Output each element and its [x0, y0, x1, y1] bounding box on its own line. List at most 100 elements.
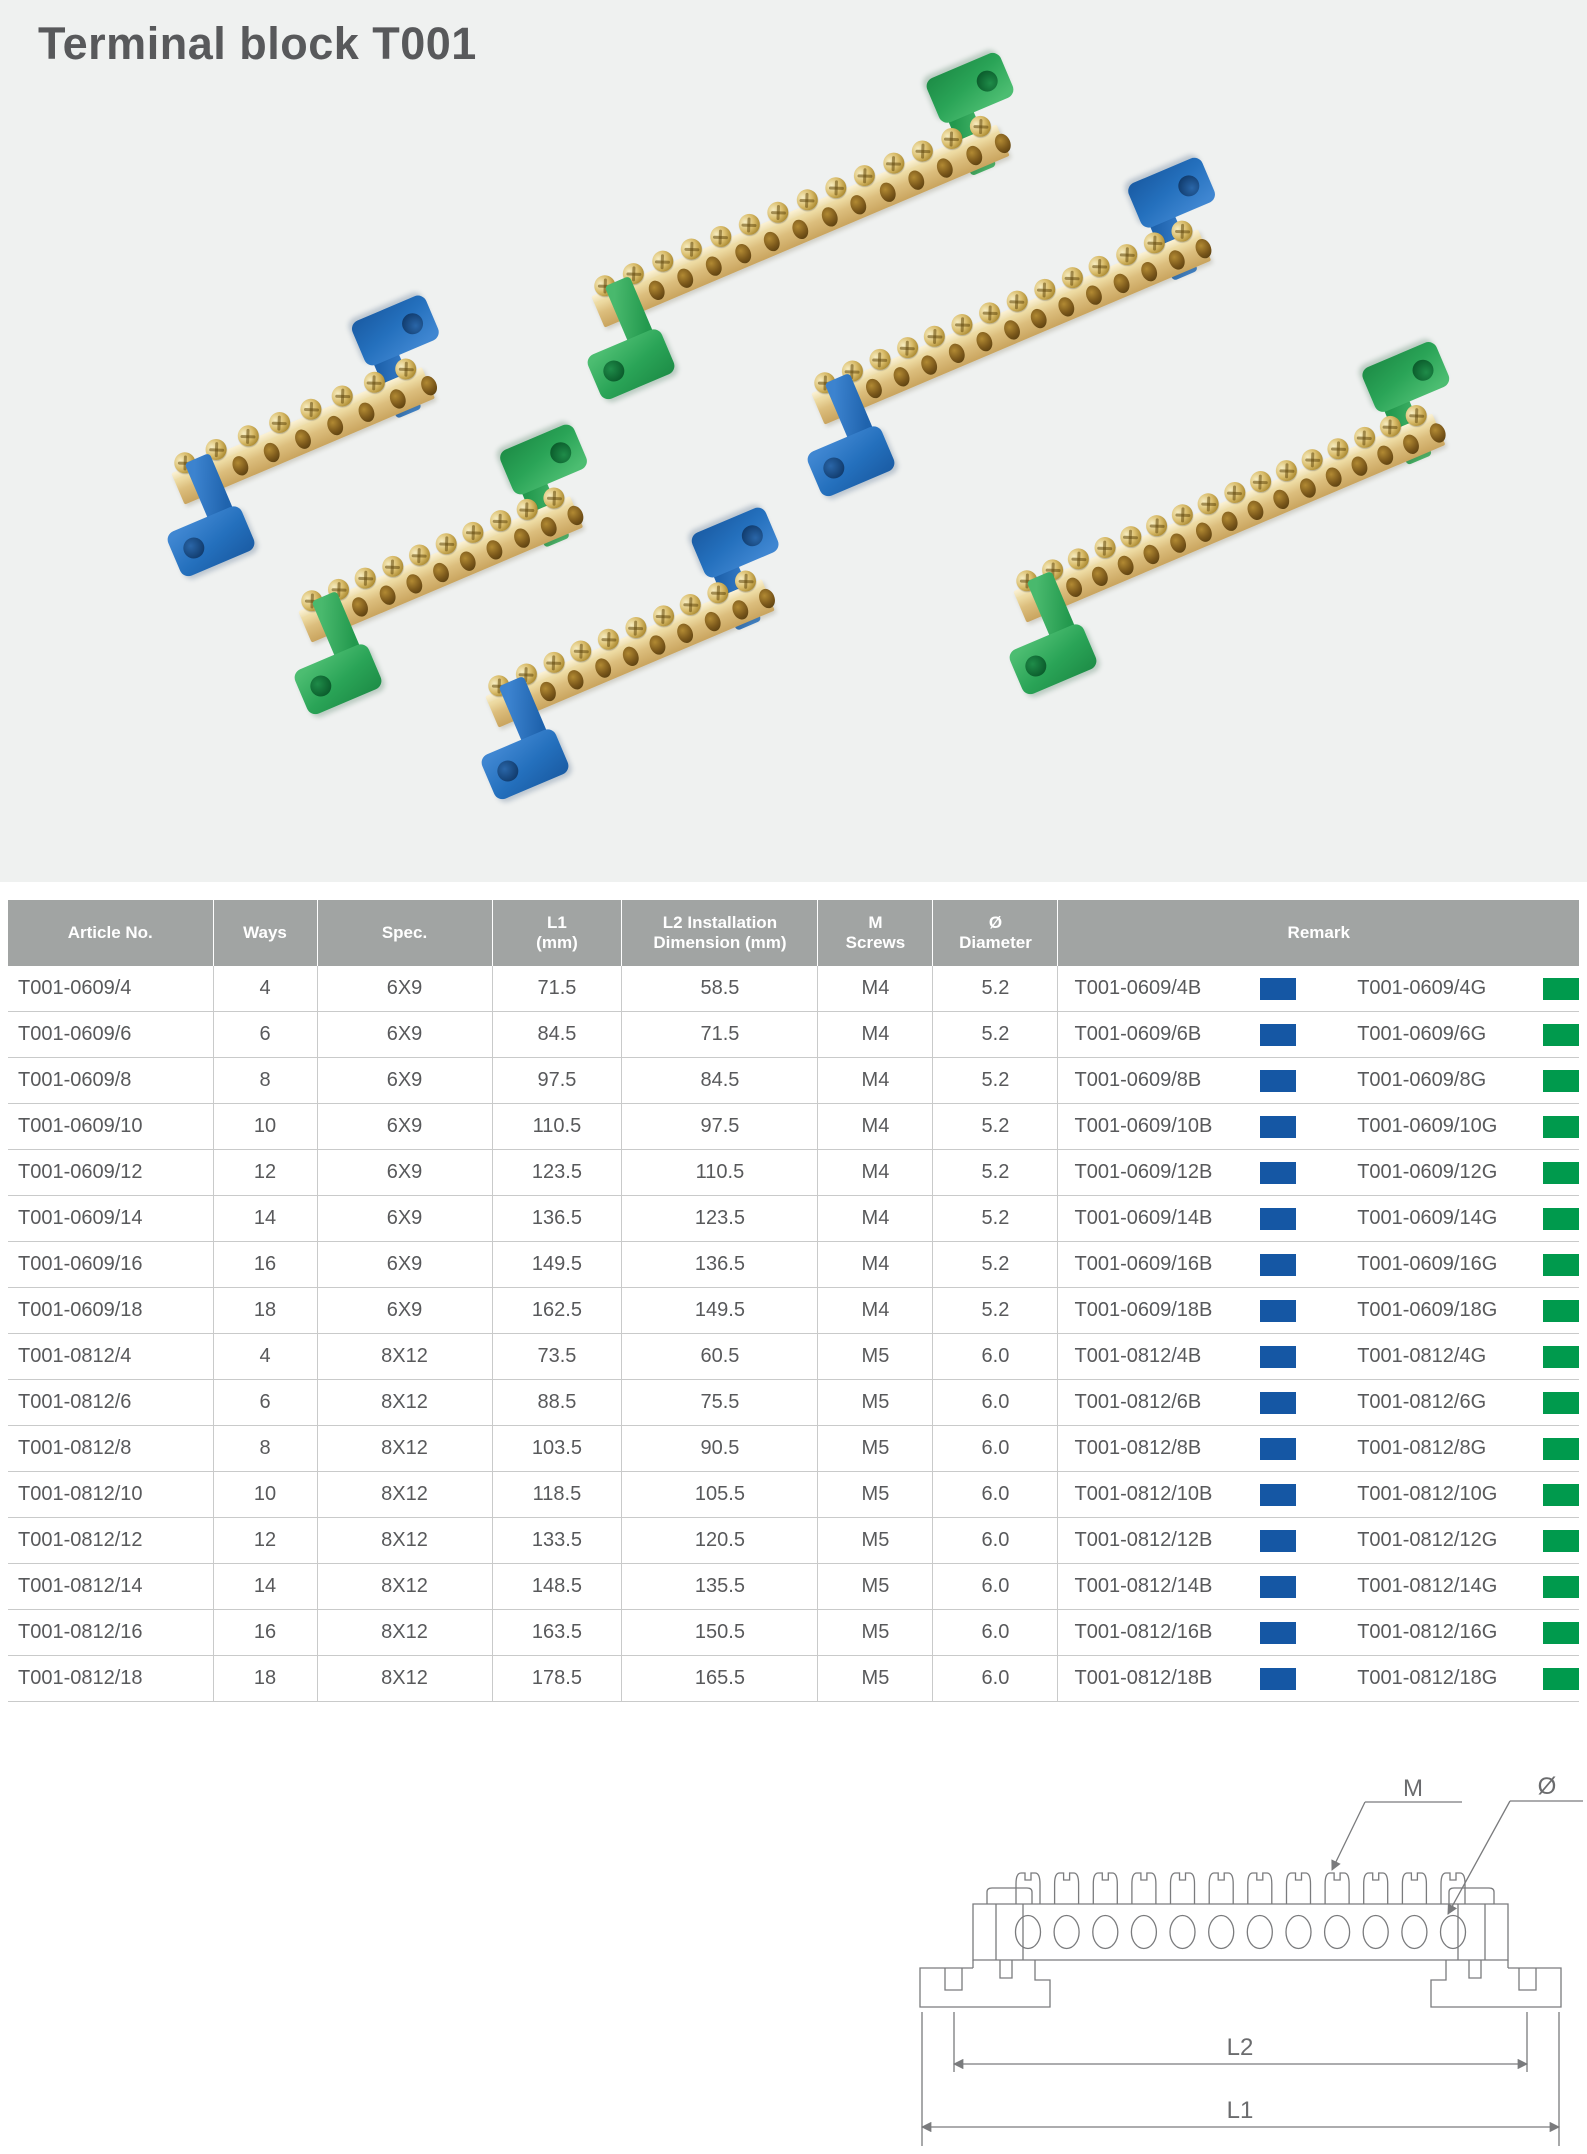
wire-hole	[260, 440, 283, 465]
wire-hole	[1400, 431, 1423, 457]
remark-green-label: T001-0812/18G	[1357, 1667, 1498, 1689]
wire-hole	[564, 667, 587, 692]
wire-hole	[905, 168, 928, 193]
wire-hole	[1348, 454, 1371, 479]
cell-ways: 12	[212, 1517, 317, 1564]
cell-diameter: 5.2	[932, 1103, 1058, 1150]
green-terminal-block-10way	[291, 421, 590, 717]
green-color-swatch	[1543, 1621, 1580, 1644]
blue-color-swatch	[1260, 1299, 1297, 1322]
blue-color-swatch	[1260, 1115, 1297, 1138]
cell-m-screws: M4	[817, 966, 933, 1012]
col-header-ways: Ways	[212, 900, 317, 966]
cell-l1: 84.5	[491, 1011, 622, 1058]
remark-green-label: T001-0609/6G	[1357, 1023, 1487, 1045]
screw-outline	[1208, 1872, 1234, 1904]
cell-article: T001-0812/12	[8, 1517, 213, 1564]
cell-diameter: 6.0	[932, 1471, 1058, 1518]
cell-article: T001-0812/6	[8, 1379, 213, 1426]
mounting-hole	[1175, 172, 1203, 200]
wire-hole	[510, 526, 533, 551]
cell-l1: 149.5	[491, 1241, 622, 1288]
blue-color-swatch	[1260, 1667, 1297, 1690]
cell-l2: 58.5	[621, 966, 818, 1012]
cell-diameter: 5.2	[932, 1195, 1058, 1242]
screw-outline	[1324, 1872, 1350, 1904]
remark-green-label: T001-0609/14G	[1357, 1207, 1498, 1229]
cell-m-screws: M5	[817, 1517, 933, 1564]
cell-spec: 8X12	[316, 1609, 492, 1656]
wire-hole	[646, 632, 669, 658]
mounting-hole	[546, 438, 575, 467]
wire-hole	[1055, 294, 1078, 319]
wire-hole	[789, 217, 812, 242]
cell-diameter: 6.0	[932, 1333, 1058, 1380]
cell-l1: 136.5	[491, 1195, 622, 1242]
cell-spec: 8X12	[316, 1379, 492, 1426]
remark-blue-label: T001-0609/4B	[1074, 977, 1202, 999]
right-foot-leg	[1468, 1960, 1482, 1979]
green-color-swatch	[1543, 1575, 1580, 1598]
cell-article: T001-0609/10	[8, 1103, 213, 1150]
wire-hole	[403, 571, 425, 597]
col-header-remark: Remark	[1057, 900, 1579, 966]
cell-l2: 90.5	[621, 1425, 818, 1472]
cell-diameter: 5.2	[932, 1149, 1058, 1196]
cell-l1: 123.5	[491, 1149, 622, 1196]
mounting-hole	[973, 67, 1001, 95]
hole-outline	[1285, 1914, 1312, 1950]
remark-blue-label: T001-0812/18B	[1074, 1667, 1213, 1689]
wire-hole	[355, 400, 378, 425]
hole-outline	[1439, 1914, 1467, 1950]
cell-remark: T001-0609/6B T001-0609/6G	[1057, 1011, 1580, 1058]
cell-m-screws: M4	[817, 1287, 933, 1334]
bar-top-face	[591, 124, 1000, 303]
wire-hole	[1270, 487, 1293, 512]
wire-hole	[732, 241, 754, 266]
wire-hole	[292, 426, 315, 452]
wire-hole	[703, 253, 725, 279]
green-terminal-block-14way	[584, 50, 1017, 402]
remark-blue-label: T001-0812/10B	[1074, 1483, 1213, 1505]
cell-l1: 71.5	[491, 966, 622, 1012]
green-terminal-block-16way	[1006, 339, 1452, 697]
blue-color-swatch	[1260, 1529, 1297, 1552]
remark-blue-label: T001-0812/14B	[1074, 1575, 1213, 1597]
m-leader-line	[1331, 1801, 1366, 1871]
cell-ways: 6	[212, 1011, 317, 1058]
hole-outline	[1401, 1914, 1428, 1950]
product-photo-area: Terminal block T001	[0, 0, 1587, 882]
cell-ways: 18	[212, 1287, 317, 1334]
cell-l2: 149.5	[621, 1287, 818, 1334]
cell-m-screws: M5	[817, 1471, 933, 1518]
green-color-swatch	[1543, 977, 1580, 1000]
screw-outline	[1015, 1872, 1041, 1904]
cell-l1: 162.5	[491, 1287, 622, 1334]
cell-m-screws: M4	[817, 1011, 933, 1058]
cell-spec: 6X9	[316, 1195, 492, 1242]
green-color-swatch	[1543, 1299, 1580, 1322]
wire-hole	[1028, 306, 1050, 331]
screw-outline	[1440, 1872, 1466, 1904]
blue-color-swatch	[1260, 1345, 1297, 1368]
cell-l1: 133.5	[491, 1517, 622, 1564]
cell-l1: 163.5	[491, 1609, 622, 1656]
cell-ways: 16	[212, 1609, 317, 1656]
wire-hole	[387, 386, 409, 412]
hole-outline	[1092, 1914, 1119, 1950]
hole-outline	[1362, 1914, 1389, 1950]
remark-blue-label: T001-0609/6B	[1074, 1023, 1202, 1045]
